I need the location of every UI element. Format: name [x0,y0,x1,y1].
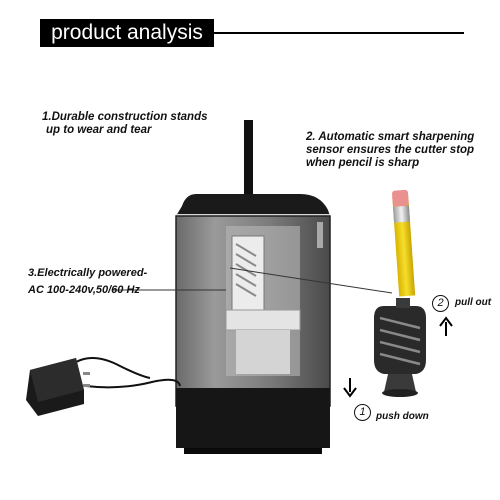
yellow-pencil [392,189,416,297]
step-number-push: 1 [354,404,371,421]
cutter-module [374,298,426,397]
down-arrow-icon [343,378,357,398]
callout-smart-sensor: 2. Automatic smart sharpening sensor ens… [306,131,474,170]
power-adapter [26,357,181,416]
inserted-pencil [244,120,253,194]
callout-power-line1: 3.Electrically powered- [28,267,148,279]
step-label-push: push down [376,411,429,422]
callout-line-sensor [229,267,393,294]
callout-durable-line1: 1.Durable construction stands [42,111,208,123]
sharpener-body [175,120,331,454]
step-number-pull: 2 [432,295,449,312]
callout-smart-line3: when pencil is sharp [306,157,420,169]
callout-smart-line2: sensor ensures the cutter stop [306,144,475,156]
callout-smart-line1: 2. Automatic smart sharpening [306,131,475,143]
callout-power-line2: AC 100-240v,50/60 Hz [28,284,140,296]
up-arrow-icon [439,316,453,336]
step-label-pull: pull out [455,297,492,308]
page-title-banner: product analysis [40,19,214,47]
title-divider [214,32,464,34]
callout-power: 3.Electrically powered- AC 100-240v,50/6… [28,265,147,299]
callout-durable-line2: up to wear and tear [46,124,152,136]
callout-durable: 1.Durable construction stands up to wear… [42,111,208,137]
